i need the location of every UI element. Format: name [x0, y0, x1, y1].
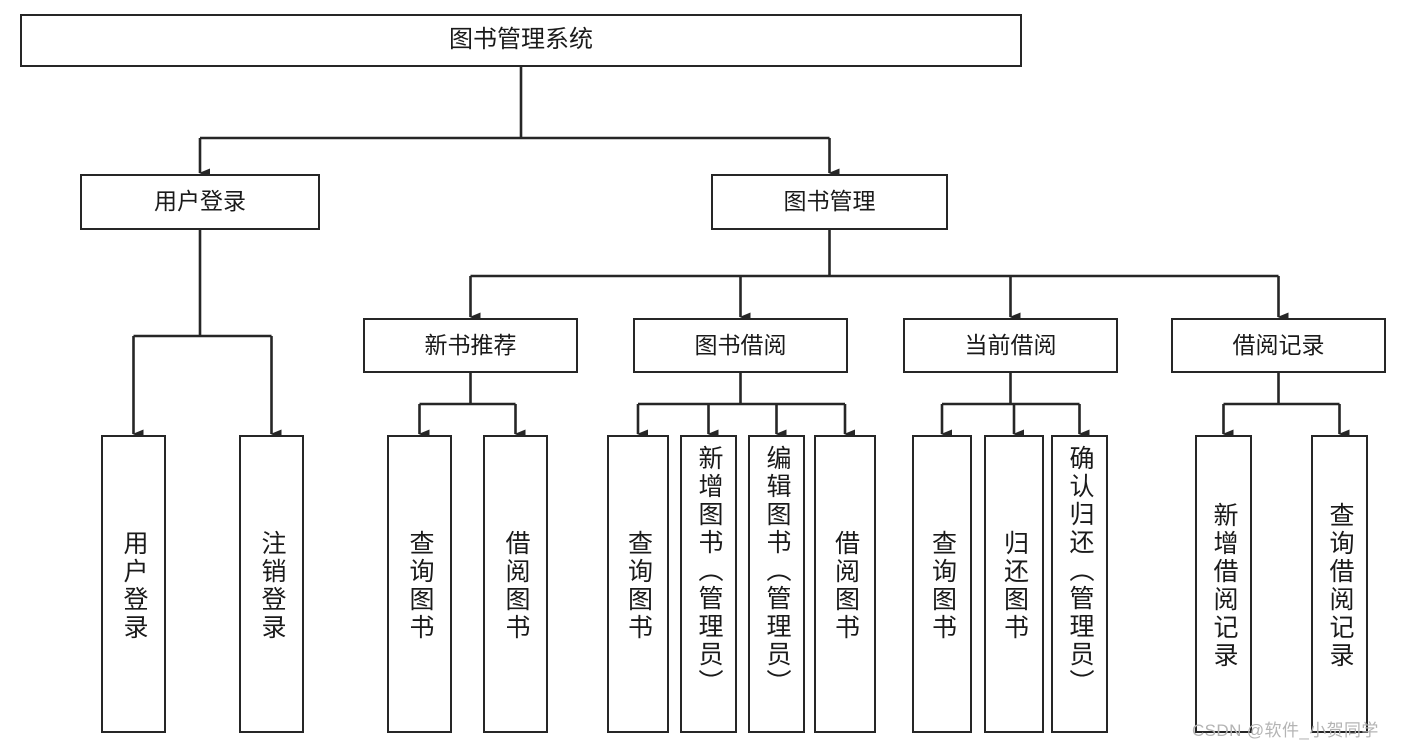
node-leaf-add-record[interactable]: 新增借阅记录	[1195, 435, 1252, 733]
node-leaf-query-book-1[interactable]: 查询图书	[387, 435, 452, 733]
node-label-new-book-recommend: 新书推荐	[424, 331, 517, 358]
node-label-borrow-record: 借阅记录	[1232, 331, 1325, 358]
node-leaf-add-book[interactable]: 新增图书（管理员）	[680, 435, 737, 733]
node-label-leaf-add-book: 新增图书（管理员）	[695, 445, 723, 697]
node-label-leaf-query-book-2: 查询图书	[624, 530, 653, 642]
node-label-leaf-return-book: 归还图书	[1000, 530, 1029, 642]
node-leaf-return-book[interactable]: 归还图书	[984, 435, 1044, 733]
node-label-leaf-user-login: 用户登录	[120, 530, 148, 642]
node-label-leaf-edit-book: 编辑图书（管理员）	[763, 445, 791, 697]
node-leaf-query-book-3[interactable]: 查询图书	[912, 435, 972, 733]
node-user-login[interactable]: 用户登录	[80, 174, 320, 230]
node-leaf-confirm-return[interactable]: 确认归还（管理员）	[1051, 435, 1108, 733]
node-book-management[interactable]: 图书管理	[711, 174, 948, 230]
node-label-leaf-add-record: 新增借阅记录	[1210, 502, 1238, 670]
node-leaf-borrow-book-1[interactable]: 借阅图书	[483, 435, 548, 733]
node-current-borrow[interactable]: 当前借阅	[903, 318, 1118, 373]
node-label-book-borrow: 图书借阅	[694, 331, 787, 358]
node-label-leaf-query-book-3: 查询图书	[928, 530, 957, 642]
node-label-book-management: 图书管理	[783, 188, 876, 215]
node-leaf-user-logout[interactable]: 注销登录	[239, 435, 304, 733]
node-root[interactable]: 图书管理系统	[20, 14, 1022, 67]
node-label-leaf-query-book-1: 查询图书	[406, 530, 434, 642]
node-borrow-record[interactable]: 借阅记录	[1171, 318, 1386, 373]
node-new-book-recommend[interactable]: 新书推荐	[363, 318, 578, 373]
node-leaf-user-login[interactable]: 用户登录	[101, 435, 166, 733]
node-leaf-borrow-book-2[interactable]: 借阅图书	[814, 435, 876, 733]
connector-group	[132, 67, 1350, 439]
node-label-leaf-query-record: 查询借阅记录	[1326, 502, 1354, 670]
node-leaf-edit-book[interactable]: 编辑图书（管理员）	[748, 435, 805, 733]
node-label-root: 图书管理系统	[449, 26, 593, 54]
node-book-borrow[interactable]: 图书借阅	[633, 318, 848, 373]
csdn-watermark: CSDN @软件_小贺同学	[1192, 721, 1379, 740]
node-label-leaf-borrow-book-1: 借阅图书	[502, 530, 530, 642]
node-label-leaf-confirm-return: 确认归还（管理员）	[1066, 445, 1094, 697]
node-leaf-query-book-2[interactable]: 查询图书	[607, 435, 669, 733]
node-label-user-login: 用户登录	[154, 188, 246, 215]
node-label-leaf-user-logout: 注销登录	[258, 530, 286, 642]
node-label-leaf-borrow-book-2: 借阅图书	[831, 530, 860, 642]
node-label-current-borrow: 当前借阅	[964, 331, 1057, 358]
node-leaf-query-record[interactable]: 查询借阅记录	[1311, 435, 1368, 733]
